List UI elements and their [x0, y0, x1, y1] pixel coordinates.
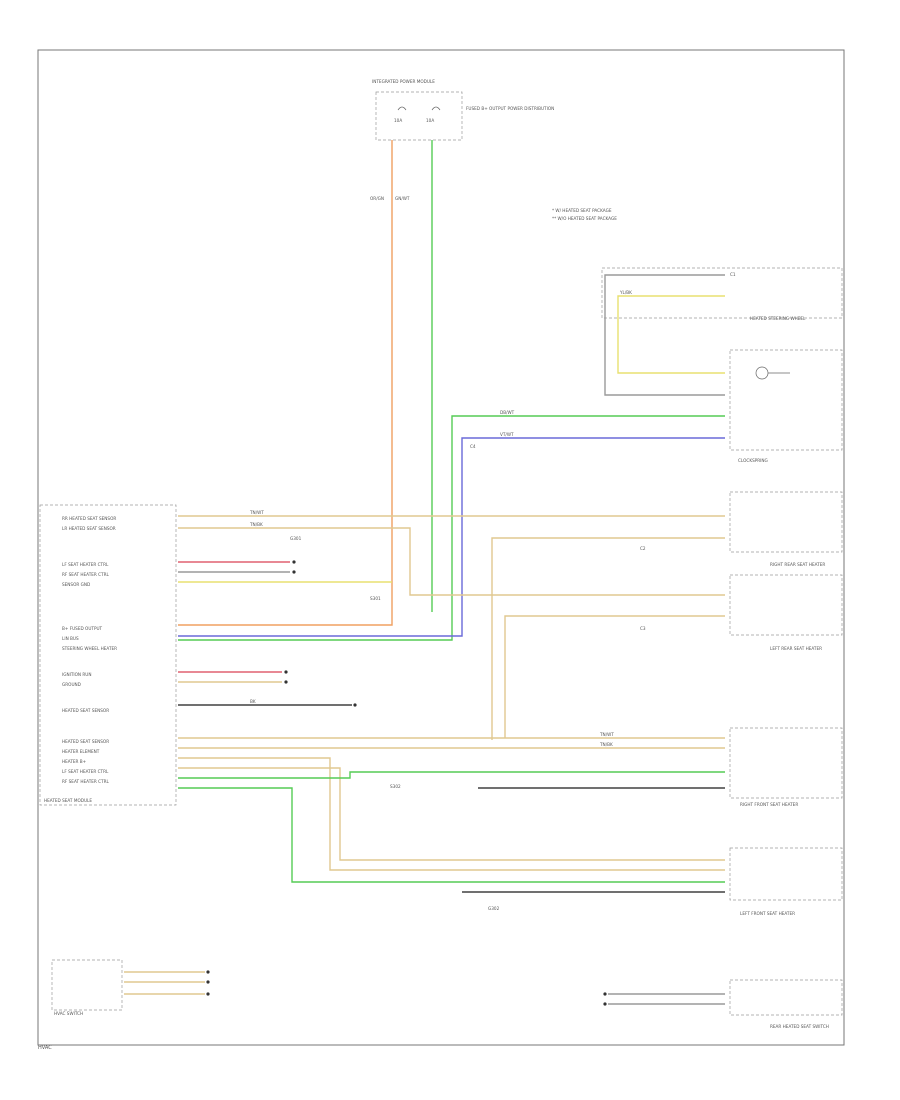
- clockspring-component: CLOCKSPRING: [729, 349, 843, 463]
- connector-label: S301: [370, 596, 381, 601]
- connector-label: C2: [640, 546, 646, 551]
- pin-label: IGNITION RUN: [62, 672, 92, 677]
- switch-label: HVAC SWITCH: [54, 1011, 83, 1016]
- connector-label: C3: [640, 626, 646, 631]
- wire-label: DB/WT: [500, 410, 515, 415]
- wire-label: TN/WT: [599, 732, 614, 737]
- pin-label: LF SEAT HEATER CTRL: [62, 769, 109, 774]
- lf-seat-heater-component: LEFT FRONT SEAT HEATER: [729, 847, 843, 916]
- pin-label: SENSOR GND: [62, 582, 90, 587]
- fuse-box: INTEGRATED POWER MODULE 10A 10A FUSED B+…: [372, 79, 554, 141]
- legend-line-2: ** W/O HEATED SEAT PACKAGE: [552, 216, 617, 221]
- pin-label: B+ FUSED OUTPUT: [62, 626, 103, 631]
- rear-switch-label: REAR HEATED SEAT SWITCH: [770, 1024, 829, 1029]
- wire-label: TN/BK: [249, 522, 263, 527]
- rr-seat-heater-component: RIGHT REAR SEAT HEATER: [729, 491, 843, 567]
- rr-seat-heater-label: RIGHT REAR SEAT HEATER: [770, 562, 825, 567]
- pin-label: GROUND: [62, 682, 81, 687]
- wire-label: OR/GN: [370, 196, 384, 201]
- lf-seat-label: LEFT FRONT SEAT HEATER: [740, 911, 795, 916]
- pin-label: RF SEAT HEATER CTRL: [62, 779, 110, 784]
- fuse-label-2: 10A: [426, 118, 434, 123]
- lr-seat-heater-label: LEFT REAR SEAT HEATER: [770, 646, 822, 651]
- hvac-switch-component: HVAC SWITCH: [51, 959, 123, 1016]
- fuse-box-note: FUSED B+ OUTPUT POWER DISTRIBUTION: [466, 106, 554, 111]
- connector-label: C4: [470, 444, 476, 449]
- wire-label: TN/BK: [599, 742, 613, 747]
- connector-label: G301: [290, 536, 302, 541]
- pin-label: STEERING WHEEL HEATER: [62, 646, 117, 651]
- lr-seat-heater-component: LEFT REAR SEAT HEATER: [729, 574, 843, 651]
- wire-label: GN/WT: [395, 196, 410, 201]
- heater-core-label: HEATED STEERING WHEEL: [750, 316, 806, 321]
- connector-label: S302: [390, 784, 401, 789]
- pin-label: LR HEATED SEAT SENSOR: [62, 526, 116, 531]
- legend-line-1: * W/ HEATED SEAT PACKAGE: [552, 208, 612, 213]
- rf-seat-label: RIGHT FRONT SEAT HEATER: [740, 802, 798, 807]
- fuse-label-1: 10A: [394, 118, 402, 123]
- pin-label: LF SEAT HEATER CTRL: [62, 562, 109, 567]
- pin-label: HEATER ELEMENT: [62, 749, 100, 754]
- pin-label: HEATED SEAT SENSOR: [62, 708, 109, 713]
- heated-seat-module: HEATED SEAT MODULE RR HEATED SEAT SENSOR…: [39, 504, 177, 806]
- module-label: HEATED SEAT MODULE: [44, 798, 92, 803]
- pin-label: HEATED SEAT SENSOR: [62, 739, 109, 744]
- rf-seat-heater-component: RIGHT FRONT SEAT HEATER: [729, 727, 843, 807]
- footer-code: HVAC: [38, 1045, 52, 1051]
- wire-label: BK: [250, 699, 256, 704]
- diagram-frame: [37, 49, 845, 1046]
- pin-label: HEATER B+: [62, 759, 87, 764]
- clockspring-label: CLOCKSPRING: [738, 458, 768, 463]
- rear-switch-component: REAR HEATED SEAT SWITCH: [729, 979, 843, 1029]
- pin-label: RR HEATED SEAT SENSOR: [62, 516, 116, 521]
- wire-label: VT/WT: [500, 432, 514, 437]
- wire-label: TN/WT: [249, 510, 264, 515]
- heated-steering-wheel-component: C1 HEATED STEERING WHEEL: [601, 267, 843, 321]
- pin-label: RF SEAT HEATER CTRL: [62, 572, 110, 577]
- pin-label: LIN BUS: [62, 636, 79, 641]
- fuse-box-title: INTEGRATED POWER MODULE: [372, 79, 435, 84]
- connector-label: G302: [488, 906, 500, 911]
- connector-label: C1: [730, 272, 736, 277]
- wire-label: YL/BK: [619, 290, 632, 295]
